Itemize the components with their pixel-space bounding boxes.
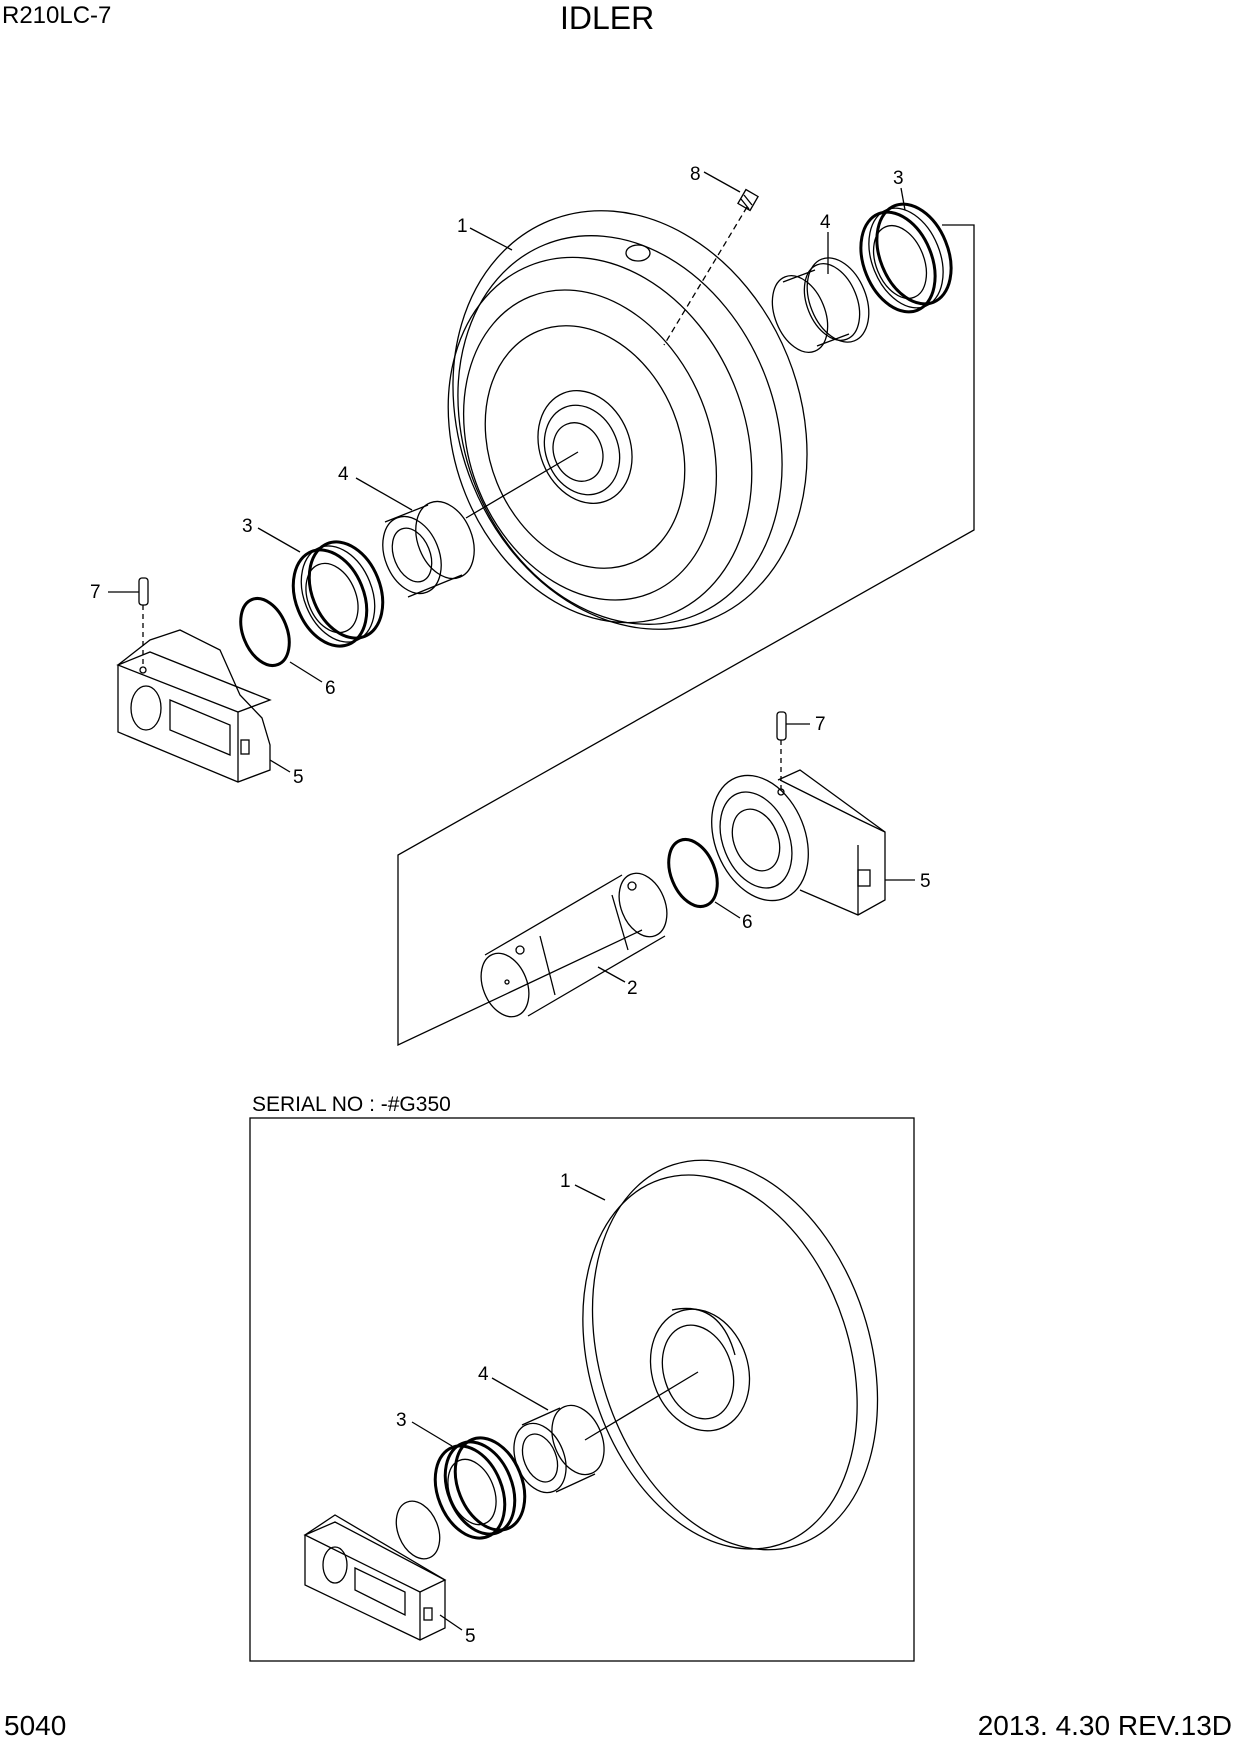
callout-2: 2 (627, 978, 638, 999)
callout-3: 3 (893, 168, 904, 189)
callout-4: 4 (478, 1364, 489, 1385)
o-ring-right (667, 838, 719, 908)
shaft (480, 872, 668, 1018)
pin-left (138, 577, 149, 665)
callout-7: 7 (90, 582, 101, 603)
inset-frame (249, 1117, 915, 1662)
callout-1: 1 (457, 216, 468, 237)
callout-4: 4 (820, 212, 831, 233)
callout-3: 3 (242, 516, 253, 537)
seal-left (291, 540, 385, 648)
callout-6: 6 (325, 678, 336, 699)
bracket-right (711, 769, 886, 916)
callout-5: 5 (920, 871, 931, 892)
bushing-left (382, 500, 475, 598)
assembly-frame (397, 224, 975, 1047)
page-title: IDLER (560, 0, 655, 36)
inset-idler-wheel (582, 1159, 879, 1551)
callout-4: 4 (338, 464, 349, 485)
bracket-left (116, 629, 272, 783)
callout-8: 8 (690, 164, 701, 185)
seal-right (859, 202, 953, 314)
serial-number-label: SERIAL NO : -#G350 (252, 1093, 451, 1116)
callout-6: 6 (742, 912, 753, 933)
callout-7: 7 (815, 714, 826, 735)
callout-5: 5 (465, 1626, 476, 1647)
model-number: R210LC-7 (2, 2, 112, 29)
pin-right (776, 711, 787, 790)
callout-1: 1 (560, 1171, 571, 1192)
inset-disc (395, 1500, 441, 1560)
page-number: 5040 (4, 1710, 67, 1741)
o-ring-left (239, 597, 291, 667)
inset-bushing (513, 1404, 605, 1494)
plug (663, 188, 759, 346)
idler-wheel (447, 210, 808, 630)
leader-lines (108, 171, 915, 1631)
bushing-right (771, 257, 870, 353)
inset-seal (433, 1436, 527, 1540)
callout-5: 5 (293, 767, 304, 788)
revision-date: 2013. 4.30 REV.13D (977, 1710, 1232, 1741)
inset-bracket (303, 1514, 447, 1641)
callout-3: 3 (396, 1410, 407, 1431)
